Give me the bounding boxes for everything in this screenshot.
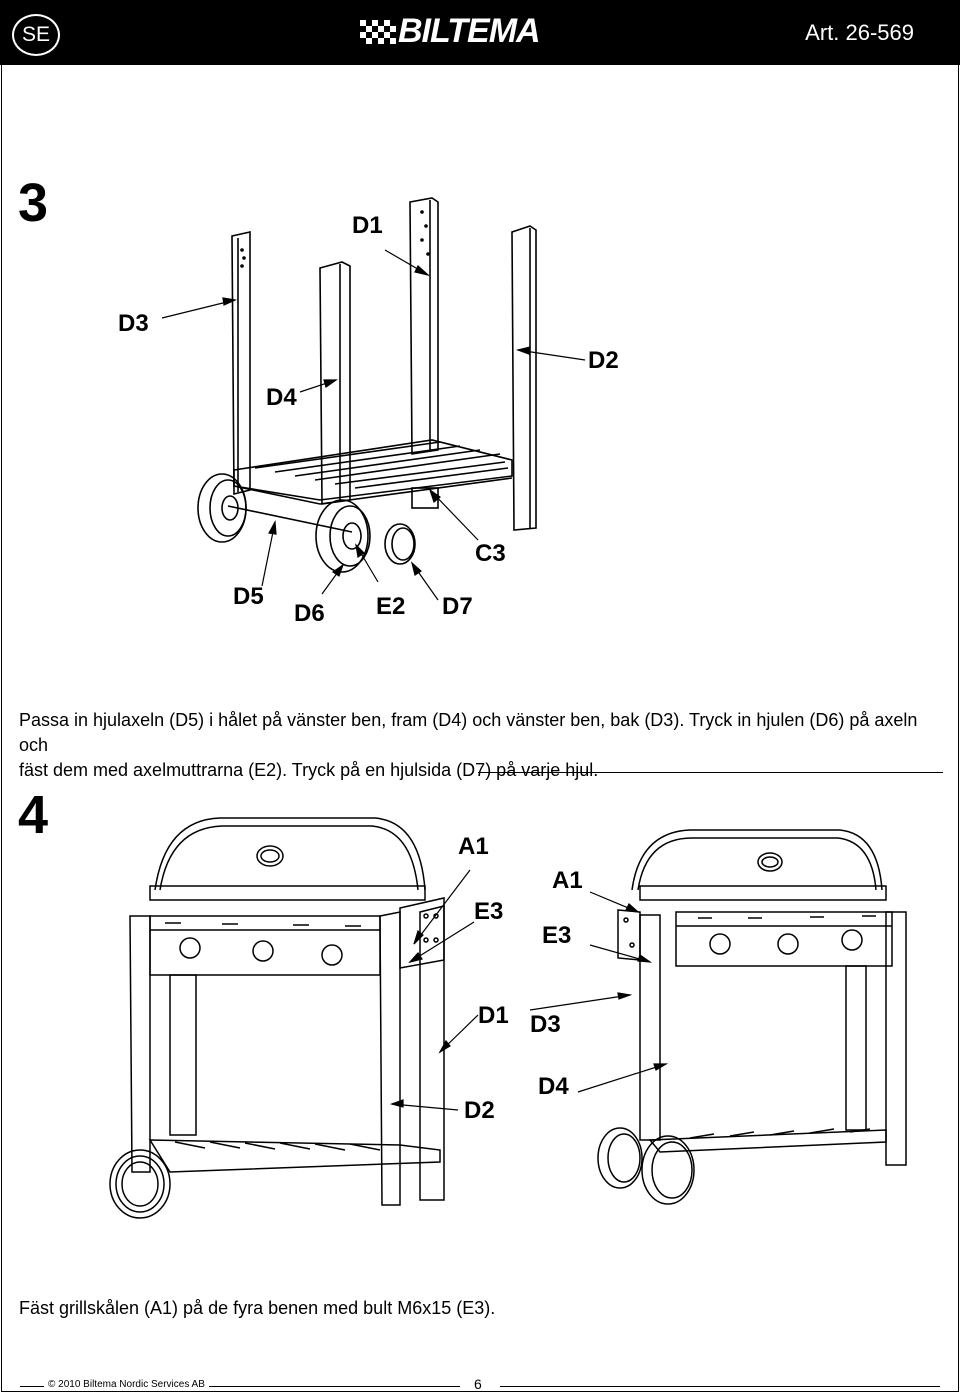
article-number: Art. 26-569 — [805, 20, 914, 45]
step-3-caption: Passa in hjulaxeln (D5) i hålet på vänst… — [19, 708, 939, 783]
callout-d3: D3 — [530, 1011, 561, 1038]
callout-d2: D2 — [588, 347, 619, 374]
callout-d5: D5 — [233, 583, 264, 610]
page-number: 6 — [474, 1376, 482, 1392]
callout-e3-right: E3 — [542, 922, 572, 949]
step-4-figure — [109, 817, 907, 1219]
step-4-number: 4 — [18, 785, 49, 845]
callout-d4: D4 — [266, 384, 297, 411]
step-3-number: 3 — [18, 173, 49, 233]
header-bar: SE BILTEMA Art. 26-569 — [0, 0, 960, 65]
callout-d1: D1 — [352, 212, 383, 239]
callout-e2: E2 — [376, 593, 406, 620]
footer-rule-left — [20, 1386, 460, 1387]
callout-d7: D7 — [442, 593, 473, 620]
callout-d6: D6 — [294, 600, 325, 627]
callout-d4: D4 — [538, 1073, 569, 1100]
callout-c3: C3 — [475, 540, 506, 567]
callout-d2: D2 — [464, 1097, 495, 1124]
footer-rule-right — [500, 1386, 940, 1387]
page-frame — [1, 65, 959, 1392]
step-3-caption-line-1: Passa in hjulaxeln (D5) i hålet på vänst… — [19, 710, 918, 755]
step-3-figure — [161, 197, 586, 601]
step-4-caption: Fäst grillskålen (A1) på de fyra benen m… — [19, 1298, 496, 1318]
callout-a1-right: A1 — [552, 867, 583, 894]
section-divider — [478, 772, 943, 773]
checkered-flag-icon — [360, 20, 396, 44]
callout-a1-left: A1 — [458, 833, 489, 860]
callout-d3: D3 — [118, 310, 149, 337]
copyright: © 2010 Biltema Nordic Services AB — [44, 1379, 209, 1390]
language-badge: SE — [12, 14, 60, 56]
callout-d1: D1 — [478, 1002, 509, 1029]
brand-logo-text: BILTEMA — [398, 12, 541, 50]
step-3-caption-line-2: fäst dem med axelmuttrarna (E2). Tryck p… — [19, 760, 599, 780]
callout-e3-left: E3 — [474, 898, 504, 925]
